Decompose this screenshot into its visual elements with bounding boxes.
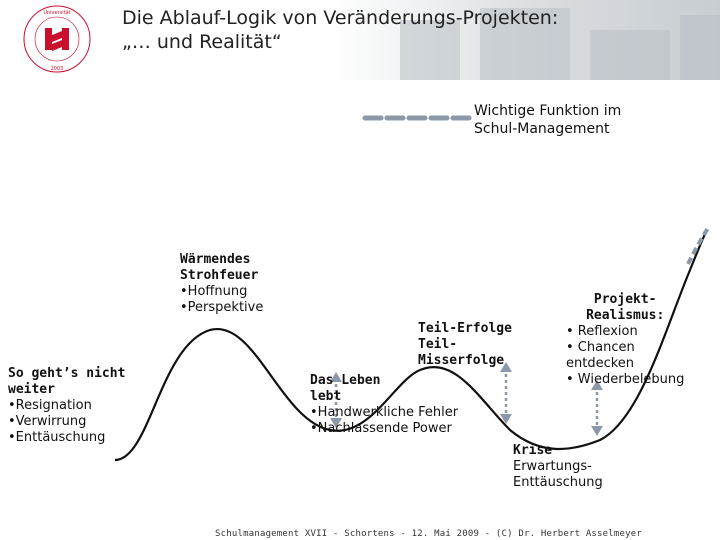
process-curve <box>114 231 707 462</box>
teil-line-3: Misserfolge <box>418 353 505 368</box>
label-leben: Das Leben lebt •Handwerkliche Fehler •Na… <box>310 373 458 437</box>
campus-photo <box>330 0 720 80</box>
leben-line-1: Das Leben <box>310 373 381 388</box>
leben-line-2: lebt <box>310 389 342 404</box>
label-warm: Wärmendes Strohfeuer •Hoffnung •Perspekt… <box>180 252 263 316</box>
projekt-item: • Reflexion <box>566 324 638 339</box>
so-gehts-item: •Enttäuschung <box>8 430 106 445</box>
so-gehts-item: •Verwirrung <box>8 414 87 429</box>
warm-item: •Perspektive <box>180 300 264 315</box>
label-teil: Teil-Erfolge Teil- Misserfolge <box>418 321 512 369</box>
projekt-item: entdecken <box>566 356 635 371</box>
warm-item: •Hoffnung <box>180 284 248 299</box>
legend-line-2: Schul-Management <box>474 121 610 137</box>
page-title: Die Ablauf-Logik von Veränderungs-Projek… <box>122 6 558 54</box>
krise-line-2: Enttäuschung <box>513 475 603 490</box>
leben-item: •Handwerkliche Fehler <box>310 405 459 420</box>
svg-text:2003: 2003 <box>51 66 64 72</box>
label-krise: Krise Erwartungs- Enttäuschung <box>513 443 603 491</box>
label-projekt: Projekt- Realismus: • Reflexion • Chance… <box>566 292 684 388</box>
so-gehts-heading-1: So geht’s nicht <box>8 366 126 381</box>
teil-line-1: Teil-Erfolge <box>418 321 512 336</box>
warm-heading-1: Wärmendes <box>180 252 251 267</box>
leben-item: •Nachlassende Power <box>310 421 452 436</box>
title-line-1: Die Ablauf-Logik von Veränderungs-Projek… <box>122 7 559 29</box>
process-curve-dashed-end <box>686 226 710 265</box>
university-logo: Universität 2003 <box>23 5 91 73</box>
projekt-heading-2: Realismus: <box>586 308 665 323</box>
warm-heading-2: Strohfeuer <box>180 268 259 283</box>
footer-credit: Schulmanagement XVII - Schortens - 12. M… <box>215 529 643 539</box>
legend-line-1: Wichtige Funktion im <box>474 103 622 119</box>
projekt-heading-1: Projekt- <box>593 292 657 307</box>
projekt-item: • Chancen <box>566 340 635 355</box>
teil-line-2: Teil- <box>418 337 458 352</box>
svg-text:Universität: Universität <box>43 10 70 16</box>
title-line-2: „… und Realität“ <box>122 31 282 53</box>
krise-line-1: Erwartungs- <box>513 459 592 474</box>
projekt-item: • Wiederbelebung <box>566 372 685 387</box>
so-gehts-item: •Resignation <box>8 398 92 413</box>
so-gehts-heading-2: weiter <box>8 382 55 397</box>
arrow-krise <box>591 380 603 436</box>
label-so-gehts: So geht’s nicht weiter •Resignation •Ver… <box>8 366 125 446</box>
krise-heading: Krise <box>513 443 553 458</box>
legend-label: Wichtige Funktion im Schul-Management <box>474 102 621 138</box>
arrow-teil <box>500 362 512 424</box>
arrow-leben <box>330 372 342 428</box>
header-band <box>0 0 720 80</box>
